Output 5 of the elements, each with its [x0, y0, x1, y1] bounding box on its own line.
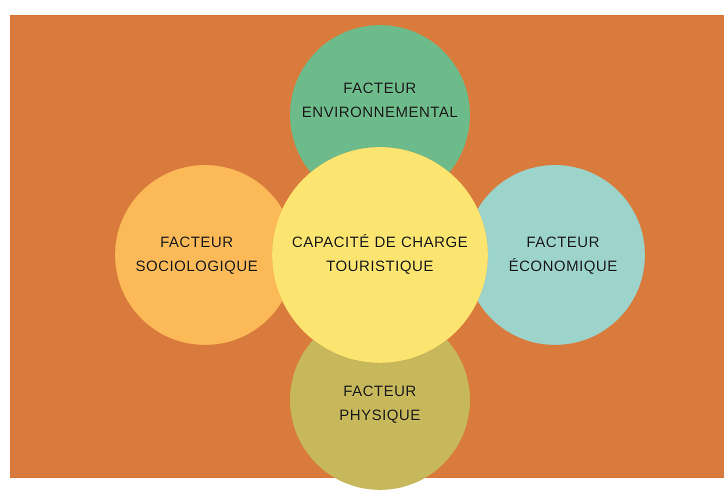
circle-label: FACTEUR SOCIOLOGIQUE [135, 233, 258, 277]
circle-label: FACTEUR ENVIRONNEMENTAL [302, 79, 458, 123]
circle-label: FACTEUR ÉCONOMIQUE [508, 233, 618, 277]
circle-label: FACTEUR PHYSIQUE [339, 382, 421, 426]
circle-label: CAPACITÉ DE CHARGE TOURISTIQUE [290, 233, 470, 277]
